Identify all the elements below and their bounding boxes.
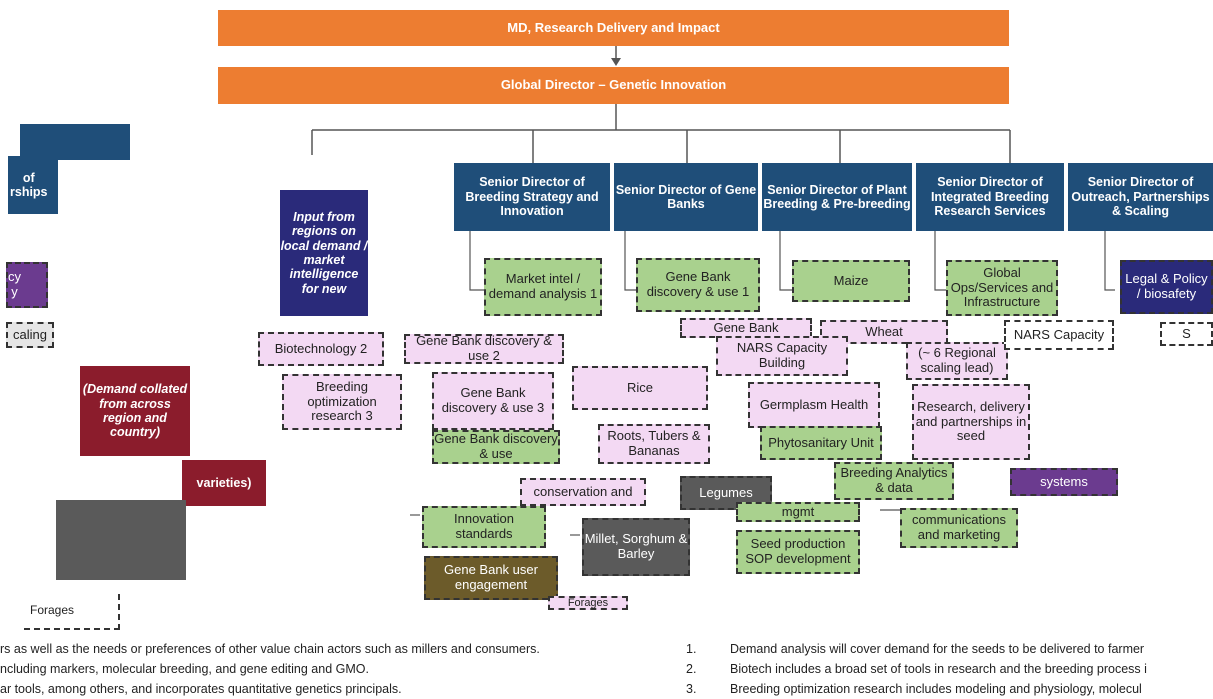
gene-bank-2-box: Gene Bank discovery & use 2 bbox=[404, 333, 564, 364]
nars-capacity-right-box: NARS Capacity bbox=[1004, 320, 1114, 350]
demand-collated-box: (Demand collated from across region and … bbox=[80, 366, 190, 456]
left-row1-box: cy y bbox=[6, 262, 48, 308]
left-row2-box: caling bbox=[6, 322, 54, 348]
gene-bank-1-box: Gene Bank discovery & use 1 bbox=[636, 258, 760, 312]
regional-scaling-box: (~ 6 Regional scaling lead) bbox=[906, 342, 1008, 380]
maize-box: Maize bbox=[792, 260, 910, 302]
left-partial-header bbox=[20, 124, 130, 160]
ecoregion-box: varieties) bbox=[182, 460, 266, 506]
gene-bank-3-box: Gene Bank discovery & use 3 bbox=[432, 372, 554, 430]
rice-box: Rice bbox=[572, 366, 708, 410]
nars-capacity-box: NARS Capacity Building bbox=[716, 336, 848, 376]
mgmt-box: mgmt bbox=[736, 502, 860, 522]
left-gray-block bbox=[56, 500, 186, 580]
biotechnology-box: Biotechnology 2 bbox=[258, 332, 384, 366]
market-intel-box: Market intel / demand analysis 1 bbox=[484, 258, 602, 316]
germplasm-health-box: Germplasm Health bbox=[748, 382, 880, 428]
gene-bank-box: Gene Bank bbox=[680, 318, 812, 338]
wheat-box: Wheat bbox=[820, 320, 948, 344]
gene-bank-user-box: Gene Bank user engagement bbox=[424, 556, 558, 600]
phytosanitary-box: Phytosanitary Unit bbox=[760, 426, 882, 460]
gene-bank-4-box: Gene Bank discovery & use bbox=[432, 430, 560, 464]
research-delivery-box: Research, delivery and partnerships in s… bbox=[912, 384, 1030, 460]
footnote-right-3: Breeding optimization research includes … bbox=[730, 682, 1142, 696]
sd-plant-breeding: Senior Director of Plant Breeding & Pre-… bbox=[762, 163, 912, 231]
sd-breeding-strategy: Senior Director of Breeding Strategy and… bbox=[454, 163, 610, 231]
footnote-num-3: 3. bbox=[686, 682, 697, 696]
footnote-right-1: Demand analysis will cover demand for th… bbox=[730, 642, 1145, 656]
footnote-left-3: ar tools, among others, and incorporates… bbox=[0, 682, 402, 696]
footnote-right-2: Biotech includes a broad set of tools in… bbox=[730, 662, 1147, 676]
md-box: MD, Research Delivery and Impact bbox=[218, 10, 1009, 46]
global-ops-box: Global Ops/Services and Infrastructure bbox=[946, 260, 1058, 316]
sd-left-partial: of rships bbox=[8, 156, 58, 214]
footnote-left-1: rs as well as the needs or preferences o… bbox=[0, 642, 540, 656]
footnote-left-2: ncluding markers, molecular breeding, an… bbox=[0, 662, 369, 676]
roots-tubers-box: Roots, Tubers & Bananas bbox=[598, 424, 710, 464]
breeding-analytics-box: Breeding Analytics & data bbox=[834, 462, 954, 500]
millet-sorghum-box: Millet, Sorghum & Barley bbox=[582, 518, 690, 576]
sd-outreach: Senior Director of Outreach, Partnership… bbox=[1068, 163, 1213, 231]
right-s-box: S bbox=[1160, 322, 1213, 346]
footnote-num-1: 1. bbox=[686, 642, 697, 656]
communications-box: communications and marketing bbox=[900, 508, 1018, 548]
input-from-regions-box: Input from regions on local demand / mar… bbox=[280, 190, 368, 316]
footnote-num-2: 2. bbox=[686, 662, 697, 676]
global-director-box: Global Director – Genetic Innovation bbox=[218, 67, 1009, 104]
legal-policy-box: Legal & Policy / biosafety bbox=[1120, 260, 1213, 314]
innovation-standards-box: Innovation standards bbox=[422, 506, 546, 548]
forages-left-box: Forages bbox=[24, 594, 120, 630]
legumes-box: Legumes bbox=[680, 476, 772, 510]
breeding-optimization-box: Breeding optimization research 3 bbox=[282, 374, 402, 430]
conservation-box: conservation and bbox=[520, 478, 646, 506]
systems-box: systems bbox=[1010, 468, 1118, 496]
sd-gene-banks: Senior Director of Gene Banks bbox=[614, 163, 758, 231]
seed-production-box: Seed production SOP development bbox=[736, 530, 860, 574]
forages-mid-box: Forages bbox=[548, 596, 628, 610]
sd-integrated-breeding: Senior Director of Integrated Breeding R… bbox=[916, 163, 1064, 231]
